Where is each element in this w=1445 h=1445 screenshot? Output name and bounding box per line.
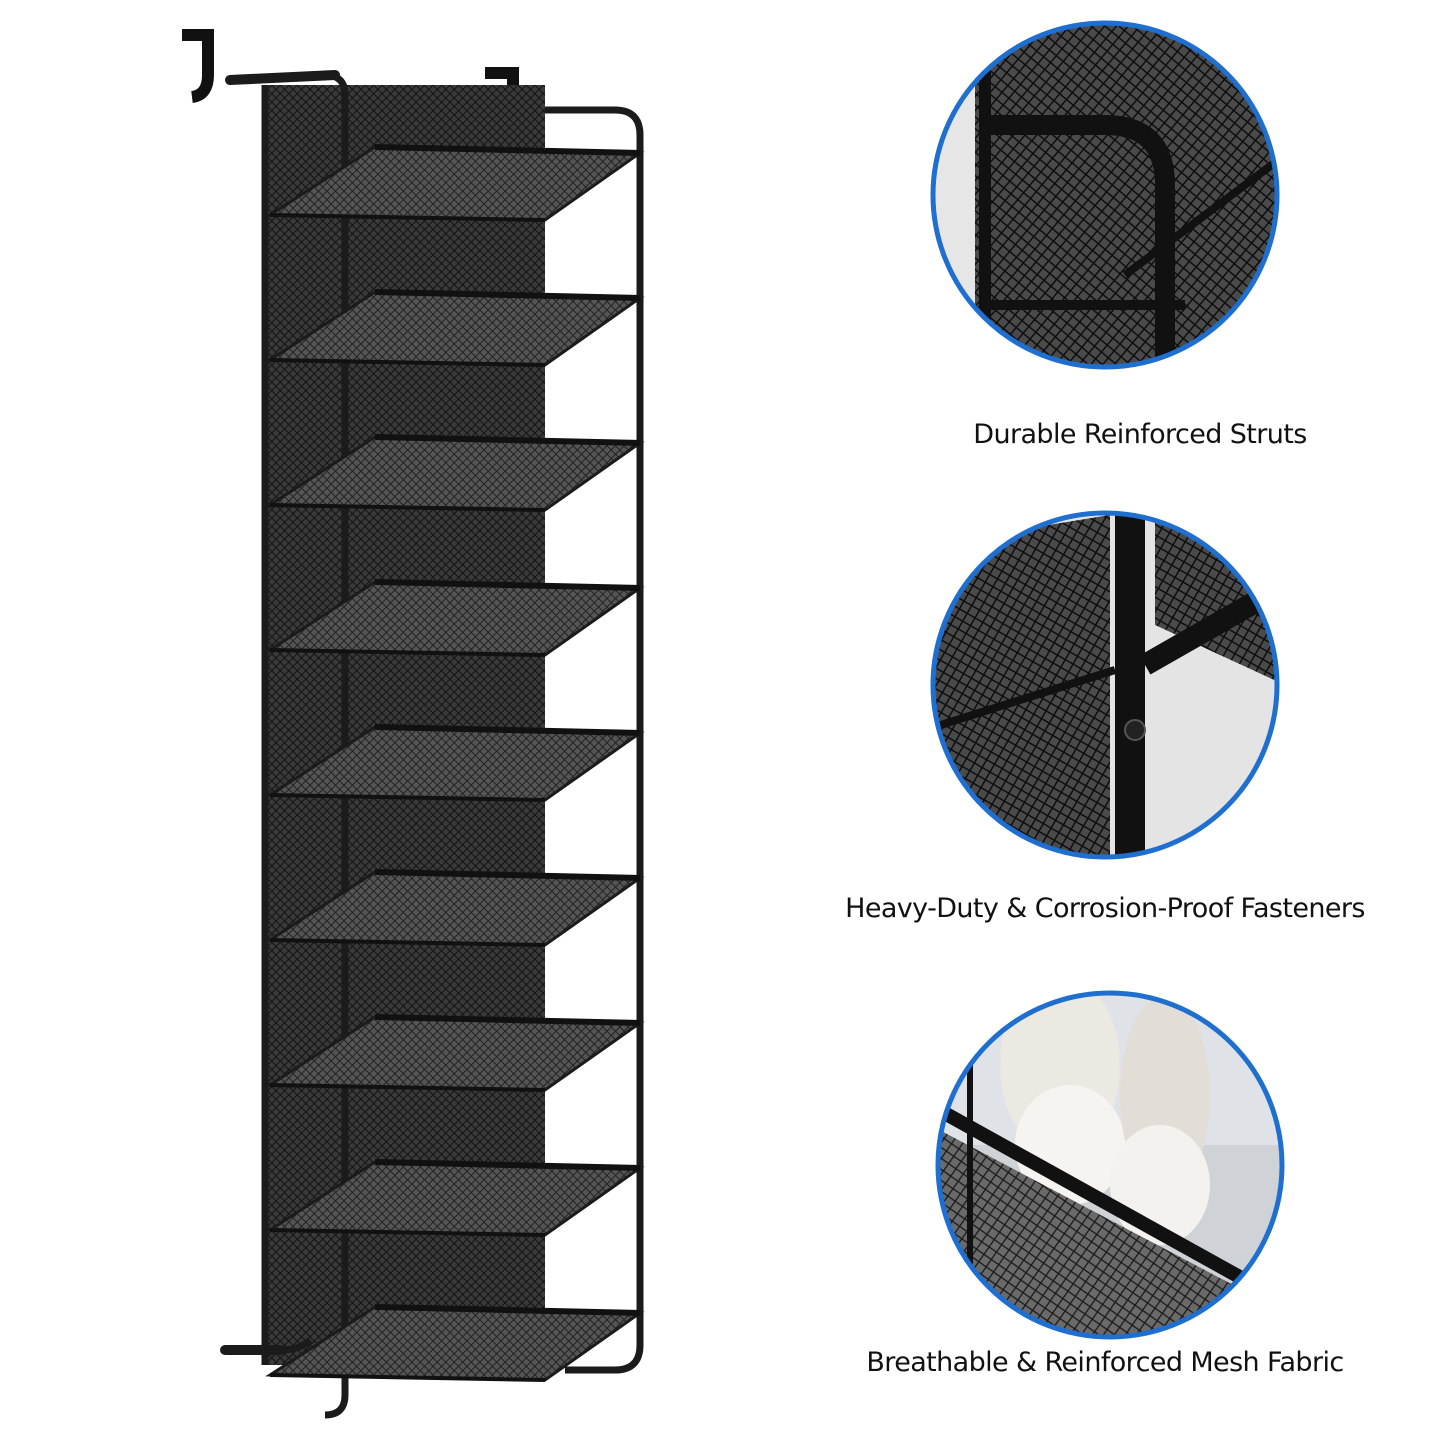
shelf — [265, 1014, 645, 1092]
caption-fasteners: Heavy-Duty & Corrosion-Proof Fasteners — [845, 893, 1365, 924]
feature-mesh-fabric: Breathable & Reinforced Mesh Fabric — [805, 985, 1405, 1425]
shelf — [265, 434, 645, 512]
shoe-rack-product-image — [170, 25, 670, 1420]
feature-reinforced-struts: Durable Reinforced Struts — [840, 15, 1440, 475]
shelf — [265, 1159, 645, 1237]
shelf — [265, 869, 645, 947]
shelf — [265, 724, 645, 802]
shelf — [265, 1304, 645, 1382]
shoe-rack-icon — [182, 29, 645, 1419]
caption-reinforced-struts: Durable Reinforced Struts — [973, 419, 1307, 450]
shelf — [265, 289, 645, 367]
shelves — [265, 144, 645, 1382]
shelf — [265, 579, 645, 657]
struts-closeup-image — [925, 15, 1285, 375]
feature-fasteners: Heavy-Duty & Corrosion-Proof Fasteners — [805, 505, 1405, 945]
fastener-closeup-image — [925, 505, 1285, 865]
caption-mesh-fabric: Breathable & Reinforced Mesh Fabric — [866, 1347, 1344, 1378]
left-door-hook — [182, 29, 214, 103]
mesh-fabric-closeup-image — [930, 985, 1290, 1345]
shelf — [265, 144, 645, 222]
